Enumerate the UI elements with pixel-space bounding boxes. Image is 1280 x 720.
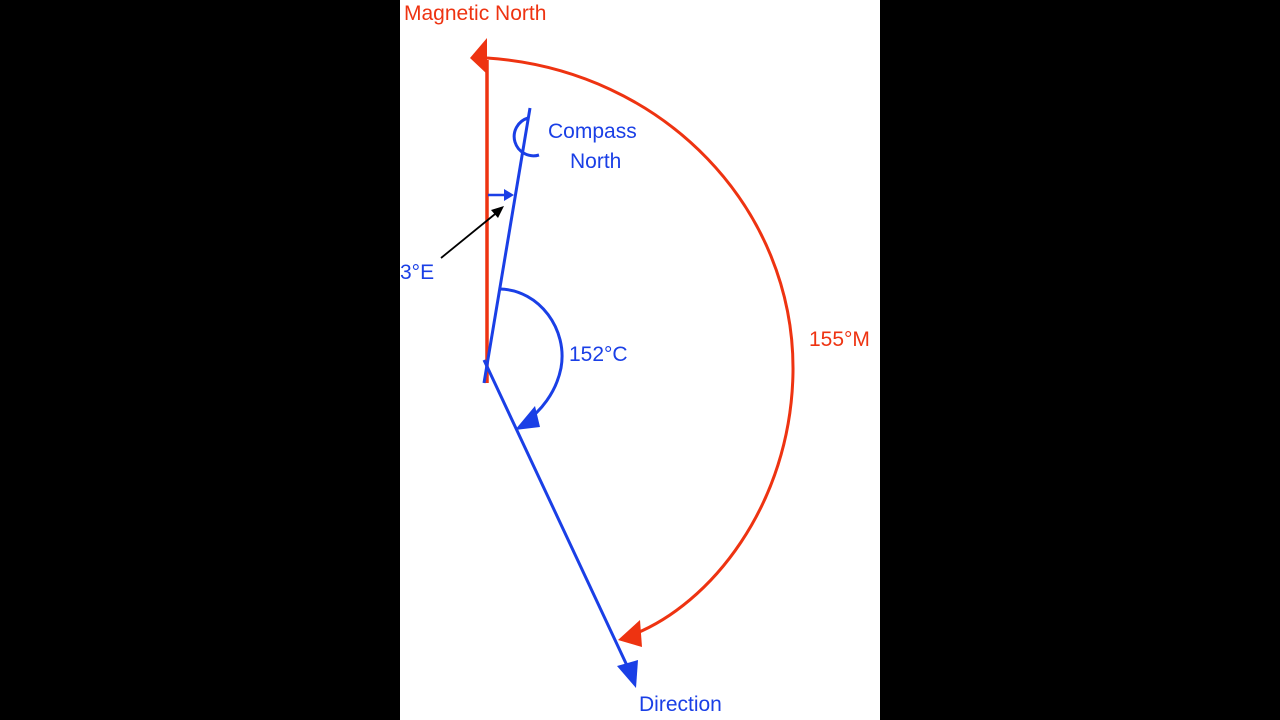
compass-bearing-label: 152°C (569, 343, 628, 366)
magnetic-north-arrowhead (470, 38, 487, 74)
direction-line (482, 359, 632, 673)
deviation-label: 3°E (400, 261, 434, 284)
compass-bearing-arc (499, 287, 564, 424)
magnetic-north-label: Magnetic North (404, 2, 546, 25)
diagram-panel (400, 0, 880, 720)
direction-label: Direction (639, 693, 722, 716)
compass-north-line (482, 107, 532, 384)
deviation-pointer (440, 209, 501, 259)
magnetic-bearing-arc (486, 56, 795, 637)
direction-arrowhead (617, 660, 638, 688)
magnetic-bearing-arrowhead (618, 620, 642, 647)
compass-north-symbol (512, 116, 540, 158)
compass-north-label-line1: Compass (548, 120, 637, 143)
deviation-pointer-arrowhead (491, 206, 504, 218)
magnetic-bearing-label: 155°M (809, 328, 870, 351)
compass-bearing-arrowhead (515, 406, 540, 430)
compass-north-label-line2: North (570, 150, 621, 173)
deviation-arrowhead (504, 189, 514, 201)
